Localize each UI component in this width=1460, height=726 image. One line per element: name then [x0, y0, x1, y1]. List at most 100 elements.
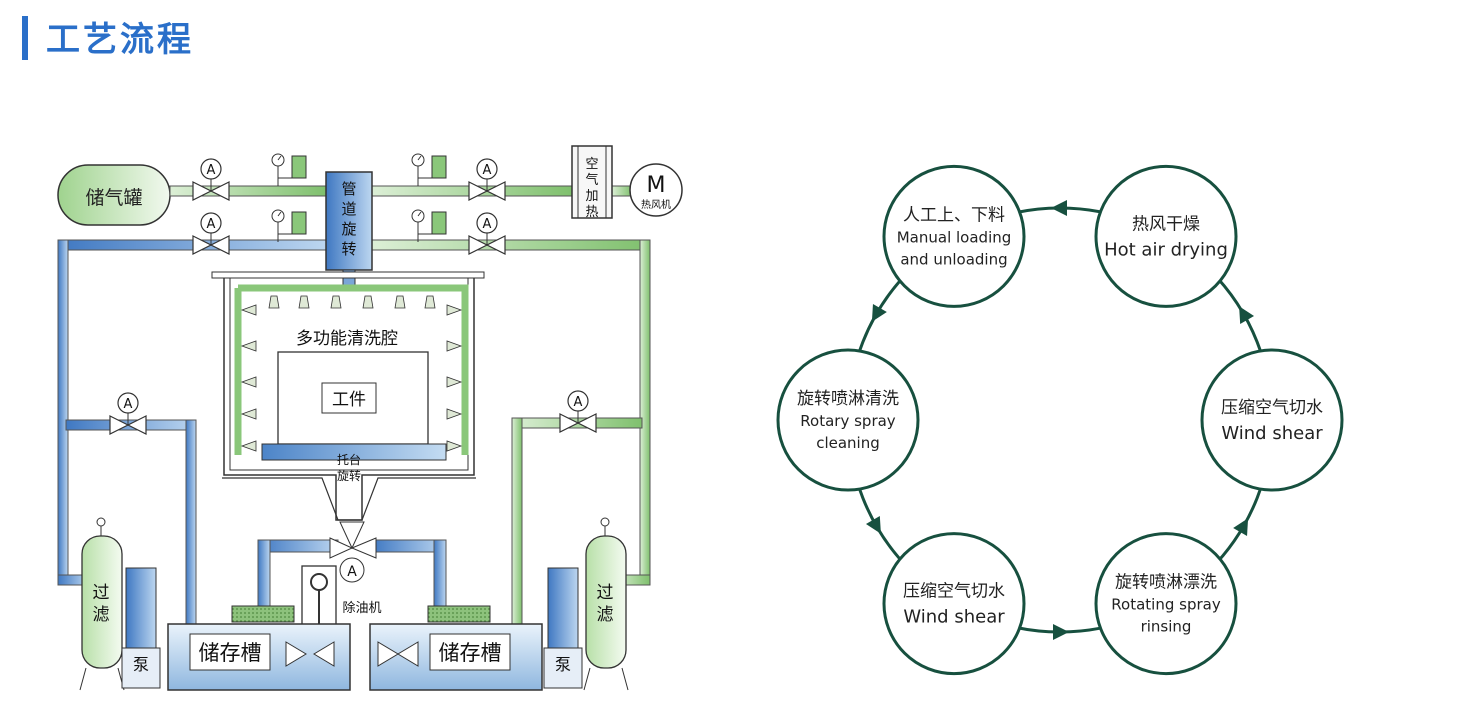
gauge	[271, 209, 307, 242]
pump-right: 泵	[543, 567, 583, 689]
storage-tank-right: 储存槽	[369, 623, 543, 691]
cycle-step-en: Wind shear	[1221, 423, 1323, 444]
cycle-arrow	[865, 515, 881, 534]
pipe-second-right	[371, 239, 651, 251]
nozzle-top	[330, 295, 342, 309]
valve-symbol: A	[124, 397, 133, 412]
valve-symbol: A	[207, 217, 216, 232]
gas-tank-label: 储气罐	[85, 187, 142, 209]
nozzle-right	[446, 408, 463, 420]
cycle-step-en: and unloading	[900, 250, 1007, 268]
nozzle-right	[446, 304, 463, 316]
hot-air-fan: M 热风机	[629, 163, 683, 217]
pipe-rotation-column: 管道旋转	[325, 171, 373, 287]
cycle-step-en: Wind shear	[903, 607, 1005, 628]
gauge	[411, 209, 447, 242]
cycle-step: 旋转喷淋漂洗 Rotating spray rinsing	[1094, 532, 1238, 676]
pipe-to-fan	[611, 185, 633, 197]
cycle-step-circle	[882, 164, 1026, 308]
cycle-step-circle	[776, 348, 920, 492]
filter-left-label: 过滤	[93, 583, 110, 625]
workpiece-label: 工件	[332, 390, 366, 410]
storage-tank-left-label: 储存槽	[199, 641, 262, 665]
valve: A	[109, 392, 147, 435]
cycle-step-zh: 热风干燥	[1132, 214, 1200, 234]
valve-symbol: A	[574, 395, 583, 410]
cycle-step-zh: 旋转喷淋清洗	[797, 389, 899, 409]
filter-right-label: 过滤	[597, 583, 614, 625]
nozzle-left	[240, 340, 257, 352]
valve-symbol: A	[207, 163, 216, 178]
cycle-step-zh: 旋转喷淋漂洗	[1115, 573, 1217, 593]
nozzle-right	[446, 376, 463, 388]
cycle-arrows	[865, 200, 1255, 640]
valve-symbol: A	[483, 217, 492, 232]
gauge	[271, 153, 307, 186]
pipe-outer-right	[639, 239, 651, 586]
felt-pad-right	[427, 605, 491, 623]
filter-left: 过滤	[79, 517, 125, 691]
nozzle-left	[240, 376, 257, 388]
page-title: 工艺流程	[46, 20, 194, 60]
gas-tank: 储气罐	[57, 164, 171, 226]
felt-pad-left	[231, 605, 295, 623]
cycle-step-en: cleaning	[816, 434, 880, 452]
nozzle-left	[240, 304, 257, 316]
valve: A	[468, 212, 506, 255]
pipe-second-left	[57, 239, 327, 251]
valve: A	[192, 212, 230, 255]
valve-symbol: A	[483, 163, 492, 178]
nozzle-top	[362, 295, 374, 309]
cycle-step-circle	[1094, 164, 1238, 308]
cycle-step: 旋转喷淋清洗 Rotary spray cleaning	[776, 348, 920, 492]
nozzle-left	[240, 408, 257, 420]
workpiece-box	[277, 351, 429, 445]
cycle-step-en: rinsing	[1141, 618, 1192, 636]
workpiece-tag	[321, 382, 377, 414]
tray	[261, 443, 447, 461]
cycle-arrow	[1239, 306, 1255, 325]
valves: A A A A A A	[109, 158, 597, 435]
air-heating-unit: 空气加热	[571, 145, 613, 220]
nozzle-top	[268, 295, 280, 309]
oil-remover-label: 除油机	[342, 601, 381, 616]
pressure-gauges	[271, 153, 447, 242]
cycle-step-circle	[1094, 532, 1238, 676]
cycle-arrow	[1053, 624, 1069, 640]
pump-left: 泵	[121, 567, 161, 689]
valve: A	[192, 158, 230, 201]
air-heating-label: 空气加热	[585, 157, 598, 220]
cycle-step: 热风干燥 Hot air drying	[1094, 164, 1238, 308]
nozzle-top	[298, 295, 310, 309]
cycle-step-circle	[1200, 348, 1344, 492]
cycle-step-zh: 压缩空气切水	[903, 582, 1005, 602]
filter-right: 过滤	[583, 517, 629, 691]
title-accent-bar	[22, 16, 28, 60]
cycle-step-en: Rotary spray	[800, 412, 896, 430]
storage-tank-right-label: 储存槽	[439, 641, 502, 665]
cycle-step-en: Hot air drying	[1104, 239, 1228, 260]
nozzle-left	[240, 440, 257, 452]
cycle-step-en: Rotating spray	[1111, 596, 1221, 614]
valve: A	[559, 390, 597, 433]
pipe-rotation-label: 管道旋转	[341, 180, 356, 258]
storage-tank-left: 储存槽	[167, 623, 351, 691]
spray-nozzles	[240, 295, 463, 452]
three-way-valve: A	[257, 521, 447, 621]
process-diagram: 储气罐 管道旋转 空气加热	[57, 145, 683, 691]
hot-air-fan-label: 热风机	[641, 198, 671, 211]
cycle-step-circle	[882, 532, 1026, 676]
cycle-arrow	[1051, 200, 1067, 216]
cycle-step-zh: 人工上、下料	[903, 205, 1005, 225]
tray-rotation-label: 托台旋转	[337, 452, 361, 483]
three-way-valve-symbol: A	[347, 564, 357, 580]
pump-right-label: 泵	[555, 655, 571, 674]
pipe-outer-left	[57, 239, 69, 586]
cleaning-chamber: 多功能清洗腔 工件 托台旋转	[211, 271, 485, 521]
nozzle-right	[446, 340, 463, 352]
gauge	[411, 153, 447, 186]
